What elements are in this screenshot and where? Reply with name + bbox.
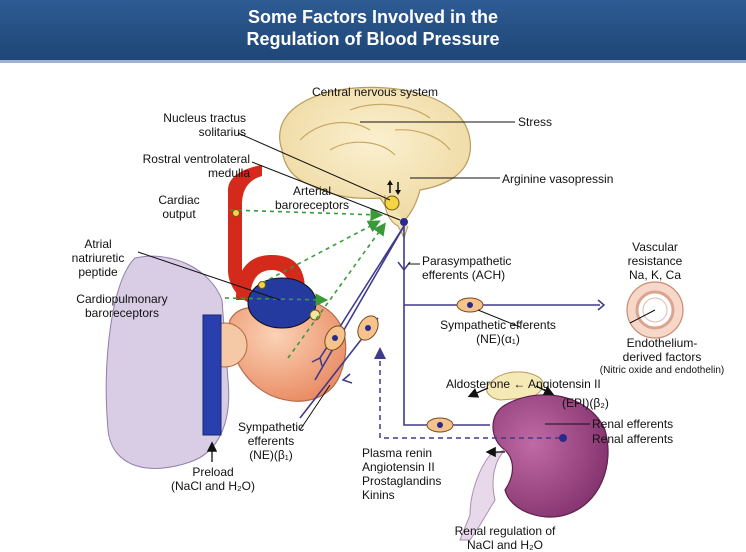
label-nucleus-tractus-solitarius: Nucleus tractus solitarius xyxy=(118,111,246,139)
cardiac-receptor-node xyxy=(259,282,266,289)
plasma-line-3: Prostaglandins xyxy=(362,474,441,488)
symp-beta-line-1: Sympathetic xyxy=(230,420,312,434)
plasma-line-1: Plasma renin xyxy=(362,446,441,460)
rvlm-line-2: medulla xyxy=(95,166,250,180)
label-cardiac-output: Cardiac output xyxy=(148,193,210,221)
preload-line-2: (NaCl and H₂O) xyxy=(158,479,268,493)
preload-line-1: Preload xyxy=(158,465,268,479)
symp-beta-line-2: efferents xyxy=(230,434,312,448)
cp-baro-line-1: Cardiopulmonary xyxy=(62,292,182,306)
arterial-baroreceptor-node xyxy=(233,210,240,217)
symp-beta-line-3: (NE)(β₁) xyxy=(230,448,312,462)
label-parasympathetic-efferents: Parasympathetic efferents (ACH) xyxy=(422,254,511,282)
label-sympathetic-efferents-beta: Sympathetic efferents (NE)(β₁) xyxy=(230,420,312,462)
kidney-shape xyxy=(493,395,608,517)
ganglion-heart-lower xyxy=(343,374,352,383)
rvlm-node xyxy=(400,218,408,226)
renal-reg-line-1: Renal regulation of xyxy=(440,524,570,538)
label-aldosterone-angiotensin: Aldosterone ← Angiotensin II xyxy=(446,377,601,391)
label-epi-beta2: (EPI)(β₂) xyxy=(562,396,609,410)
label-rostral-ventrolateral-medulla: Rostral ventrolateral medulla xyxy=(95,152,250,180)
vasc-line-3: Na, K, Ca xyxy=(612,268,698,282)
arterial-baro-line-2: baroreceptors xyxy=(262,198,362,212)
label-cardiopulmonary-baroreceptors: Cardiopulmonary baroreceptors xyxy=(62,292,182,320)
label-renal-regulation: Renal regulation of NaCl and H₂O xyxy=(440,524,570,552)
vasc-line-1: Vascular xyxy=(612,240,698,254)
label-stress: Stress xyxy=(518,115,552,129)
label-arginine-vasopressin: Arginine vasopressin xyxy=(502,172,613,186)
endo-line-2: derived factors xyxy=(580,350,744,364)
symp-alpha-line-2: (NE)(α₁) xyxy=(418,332,578,346)
renal-reg-line-2: NaCl and H₂O xyxy=(440,538,570,552)
nts-line-1: Nucleus tractus xyxy=(118,111,246,125)
symp-alpha-line-1: Sympathetic efferents xyxy=(418,318,578,332)
rvlm-line-1: Rostral ventrolateral xyxy=(95,152,250,166)
cardiac-output-line-1: Cardiac xyxy=(148,193,210,207)
parasymp-line-1: Parasympathetic xyxy=(422,254,511,268)
label-arterial-baroreceptors: Arterial baroreceptors xyxy=(262,184,362,212)
label-atrial-natriuretic-peptide: Atrial natriuretic peptide xyxy=(60,237,136,279)
anp-line-3: peptide xyxy=(60,265,136,279)
endo-line-3: (Nitric oxide and endothelin) xyxy=(580,364,744,378)
vena-cava xyxy=(203,315,221,435)
arterial-baro-line-1: Arterial xyxy=(262,184,362,198)
plasma-line-4: Kinins xyxy=(362,488,441,502)
label-central-nervous-system: Central nervous system xyxy=(300,85,450,99)
label-vascular-resistance: Vascular resistance Na, K, Ca xyxy=(612,240,698,282)
anp-line-1: Atrial xyxy=(60,237,136,251)
renal-afferent-node xyxy=(559,434,567,442)
label-renal-efferents: Renal efferents xyxy=(592,417,673,431)
label-preload: Preload (NaCl and H₂O) xyxy=(158,465,268,493)
label-plasma-factors: Plasma renin Angiotensin II Prostaglandi… xyxy=(362,446,441,502)
plasma-line-2: Angiotensin II xyxy=(362,460,441,474)
cardiac-output-line-2: output xyxy=(148,207,210,221)
vasc-line-2: resistance xyxy=(612,254,698,268)
label-renal-afferents: Renal afferents xyxy=(592,432,673,446)
label-sympathetic-efferents-alpha: Sympathetic efferents (NE)(α₁) xyxy=(418,318,578,346)
anp-line-2: natriuretic xyxy=(60,251,136,265)
nts-node xyxy=(385,196,399,210)
cp-baro-line-2: baroreceptors xyxy=(62,306,182,320)
cardiopulmonary-receptor xyxy=(310,310,320,320)
parasymp-line-2: efferents (ACH) xyxy=(422,268,511,282)
label-endothelium-derived-factors: Endothelium- derived factors (Nitric oxi… xyxy=(580,336,744,378)
nts-line-2: solitarius xyxy=(118,125,246,139)
endo-line-1: Endothelium- xyxy=(580,336,744,350)
